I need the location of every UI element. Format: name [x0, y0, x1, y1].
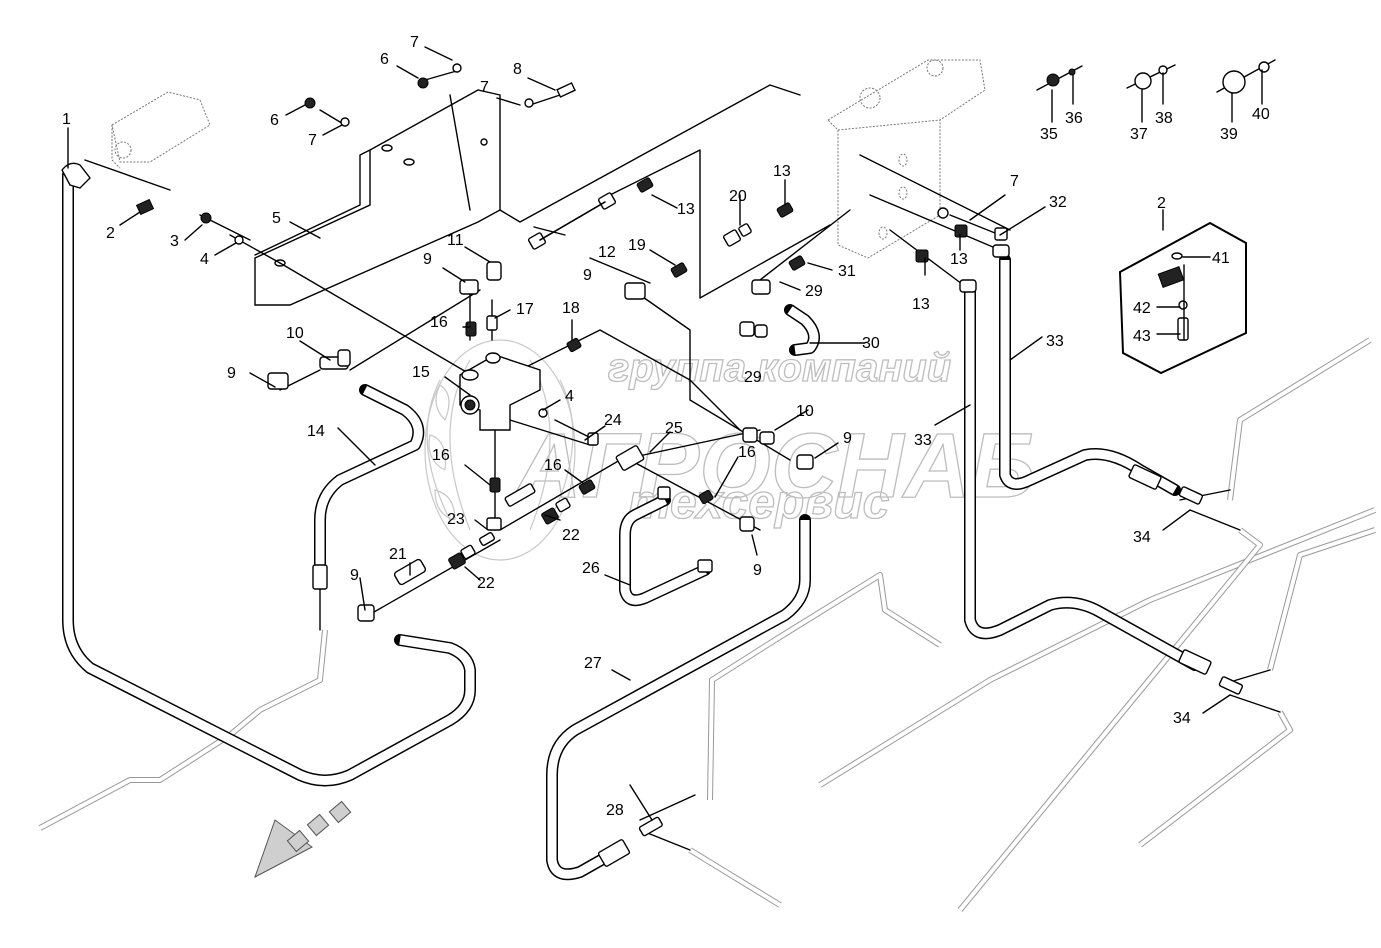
- callout-18: 18: [562, 300, 580, 317]
- callout-13: 13: [912, 296, 930, 313]
- hose-30: [784, 304, 820, 356]
- callout-7: 7: [480, 79, 489, 96]
- watermark-wreath-icon: [424, 339, 576, 561]
- bracket: [254, 89, 501, 306]
- callout-4: 4: [565, 388, 574, 405]
- callout-16: 16: [432, 447, 450, 464]
- callout-3: 3: [170, 233, 179, 250]
- watermark-line2: АГРОСНАБ: [513, 415, 1035, 517]
- callout-16: 16: [544, 457, 562, 474]
- callout-24: 24: [604, 412, 622, 429]
- callout-4: 4: [200, 251, 209, 268]
- callout-28: 28: [606, 802, 624, 819]
- callout-23: 23: [447, 511, 465, 528]
- callout-17: 17: [516, 301, 534, 318]
- callout-42: 42: [1133, 300, 1151, 317]
- callout-2: 2: [106, 225, 115, 242]
- fittings: [61, 63, 1244, 867]
- spare-parts: [1036, 59, 1276, 94]
- callout-34: 34: [1173, 710, 1191, 727]
- hose-1: [62, 169, 476, 787]
- callout-41: 41: [1212, 250, 1230, 267]
- callout-37: 37: [1130, 126, 1148, 143]
- callout-15: 15: [412, 364, 430, 381]
- callout-6: 6: [380, 51, 389, 68]
- callout-25: 25: [665, 420, 683, 437]
- hose-14: [314, 384, 425, 586]
- callout-35: 35: [1040, 126, 1058, 143]
- callout-20: 20: [729, 188, 747, 205]
- callout-10: 10: [796, 403, 814, 420]
- callout-29: 29: [744, 369, 762, 386]
- callout-6: 6: [270, 112, 279, 129]
- callout-34: 34: [1133, 529, 1151, 546]
- callout-38: 38: [1155, 110, 1173, 127]
- callout-5: 5: [272, 210, 281, 227]
- direction-arrow-icon: [254, 800, 352, 879]
- callout-9: 9: [843, 430, 852, 447]
- callout-7: 7: [308, 132, 317, 149]
- watermark-line1: группа компаний: [608, 346, 951, 390]
- callout-9: 9: [753, 562, 762, 579]
- hose-33b: [964, 284, 1201, 671]
- callout-1: 1: [62, 111, 71, 128]
- callout-39: 39: [1220, 126, 1238, 143]
- callout-22: 22: [477, 575, 495, 592]
- leader-lines: [67, 46, 1263, 821]
- callout-21: 21: [389, 546, 407, 563]
- callout-13: 13: [677, 201, 695, 218]
- valve-block-outline: [827, 59, 986, 259]
- callout-2: 2: [1157, 195, 1166, 212]
- callout-43: 43: [1133, 328, 1151, 345]
- callout-16: 16: [738, 444, 756, 461]
- callout-30: 30: [862, 335, 880, 352]
- callout-11: 11: [447, 232, 464, 249]
- callout-7: 7: [1010, 173, 1019, 190]
- callout-36: 36: [1065, 110, 1083, 127]
- callout-13: 13: [950, 251, 968, 268]
- callout-33: 33: [1046, 333, 1064, 350]
- callout-12: 12: [598, 244, 616, 261]
- callout-8: 8: [513, 61, 522, 78]
- callout-27: 27: [584, 655, 602, 672]
- callout-9: 9: [423, 251, 432, 268]
- callout-26: 26: [582, 560, 600, 577]
- callout-9: 9: [350, 567, 359, 584]
- callout-19: 19: [628, 237, 646, 254]
- callout-16: 16: [430, 314, 448, 331]
- callout-13: 13: [773, 163, 791, 180]
- callout-29: 29: [805, 283, 823, 300]
- inset-detail-box: [1118, 221, 1247, 375]
- callout-9: 9: [583, 267, 592, 284]
- callout-10: 10: [286, 325, 304, 342]
- hose-27: [546, 514, 811, 881]
- callout-33: 33: [914, 432, 932, 449]
- watermark: группа компаний АГРОСНАБ техсервис: [424, 339, 1036, 561]
- callout-9: 9: [227, 365, 236, 382]
- callout-31: 31: [838, 263, 856, 280]
- watermark-line3: техсервис: [628, 476, 889, 529]
- callout-40: 40: [1252, 106, 1270, 123]
- callout-32: 32: [1049, 194, 1067, 211]
- hose-33a: [999, 254, 1181, 496]
- hose-26: [619, 494, 711, 607]
- callout-14: 14: [307, 423, 325, 440]
- callout-labels: 1 2 3 4 5 6 6 7 7 7 7 8 9 9 9 9 9 9 10 1…: [62, 34, 1270, 819]
- pump-outline: [111, 91, 211, 169]
- callout-22: 22: [562, 527, 580, 544]
- callout-7: 7: [410, 34, 419, 51]
